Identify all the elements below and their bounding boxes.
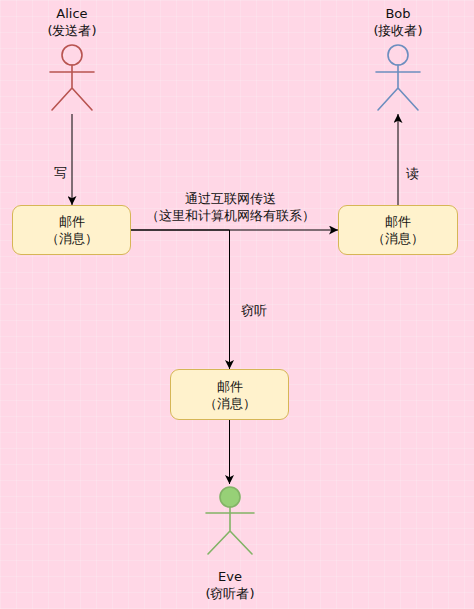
arrow-connector (72, 114, 73, 205)
box-label: 邮件 （消息） (197, 378, 263, 412)
bob-figure (376, 45, 420, 110)
eve-figure (206, 487, 254, 554)
message-box: 邮件 （消息） (12, 205, 131, 255)
message-box: 邮件 （消息） (338, 205, 458, 255)
box-label: 邮件 （消息） (39, 213, 105, 247)
edge-label: 通过互联网传送 （这里和计算机网络有联系） (140, 190, 320, 224)
actor: Eve (窃听者) (188, 484, 272, 604)
actor-name: Bob (接收者) (366, 5, 430, 39)
arrow-connector (398, 114, 399, 205)
message-box: 邮件 （消息） (170, 369, 289, 420)
arrow-connector (131, 230, 230, 369)
alice-figure (50, 45, 94, 110)
arrow-connector (229, 420, 230, 484)
edge-label: 窃听 (229, 302, 279, 319)
actor-name: Eve (窃听者) (198, 568, 262, 602)
actor: Bob (接收者) (356, 4, 440, 114)
arrow-connector (131, 230, 338, 231)
actor: Alice (发送者) (30, 4, 114, 114)
actor-name: Alice (发送者) (40, 5, 104, 39)
edge-label: 写 (45, 164, 75, 181)
edge-label: 读 (397, 165, 427, 182)
box-label: 邮件 （消息） (365, 213, 431, 247)
